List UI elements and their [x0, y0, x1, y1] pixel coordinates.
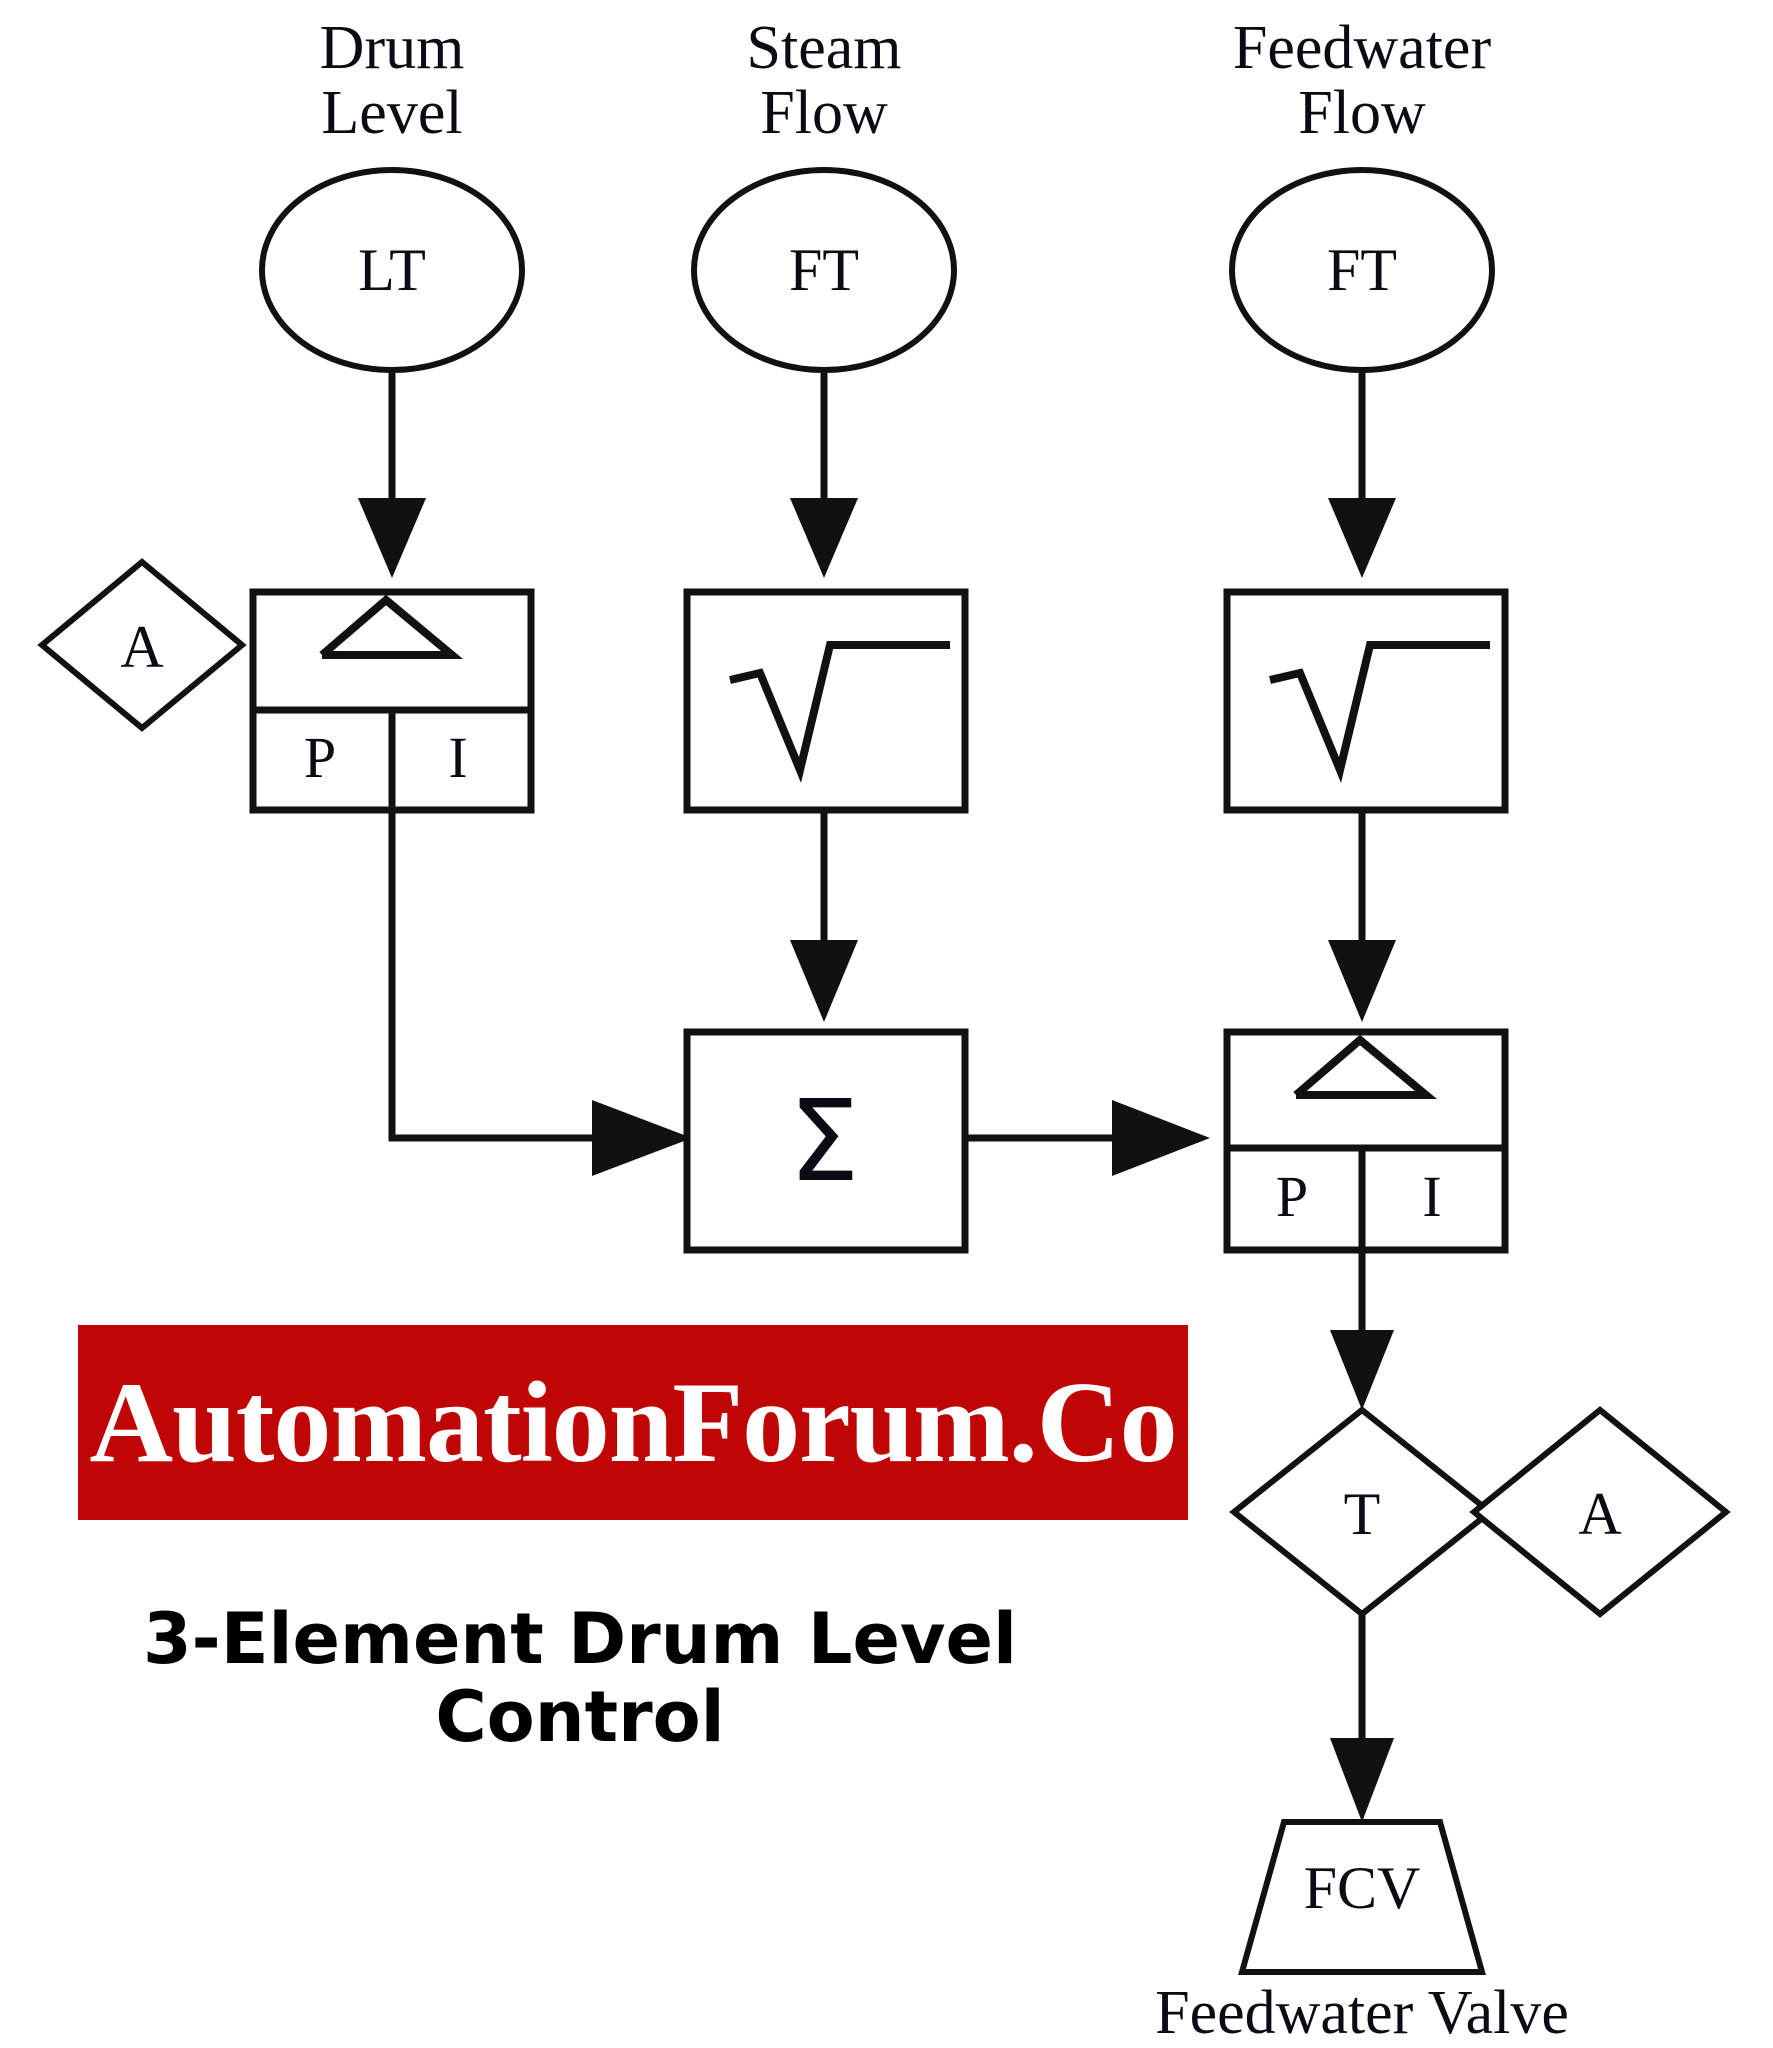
arrowhead-ft-steam-to-sqrt [790, 498, 858, 578]
diagram-title-line2: Control [435, 1676, 725, 1759]
sigma-icon: Σ [789, 1077, 860, 1207]
diagram-title: 3-Element Drum Level Control [40, 1600, 1120, 1757]
diamond-setpoint-auto-label: A [120, 614, 163, 680]
measurement-caption-feedwater-flow-line1: Feedwater [1233, 14, 1492, 82]
diagram-title-line1: 3-Element Drum Level [142, 1598, 1018, 1680]
block-steam-sqrt-outline [683, 588, 969, 814]
instrument-tag-ft-steam: FT [789, 237, 859, 303]
block-feedwater-sqrt[interactable] [1223, 588, 1509, 814]
block-flow-controller-mode-i: I [1422, 1164, 1441, 1229]
arrowhead-summer-to-flow-controller [1112, 1100, 1210, 1176]
block-level-controller[interactable]: P I [249, 588, 535, 814]
instrument-tag-lt: LT [358, 237, 426, 303]
measurement-caption-drum-level-line2: Level [321, 79, 462, 147]
valve-fcv-tag: FCV [1304, 1855, 1421, 1921]
block-summer-outline [683, 1028, 969, 1254]
block-flow-controller-outline [1223, 1028, 1509, 1254]
measurement-caption-steam-flow-line2: Flow [760, 79, 888, 147]
instrument-tag-ft-feedwater: FT [1327, 237, 1397, 303]
measurement-caption-steam-flow-line1: Steam [747, 14, 902, 82]
block-flow-controller[interactable]: P I [1223, 1028, 1509, 1254]
measurement-caption-drum-level-line1: Drum [320, 14, 465, 82]
block-flow-controller-mode-p: P [1276, 1164, 1308, 1229]
delta-triangle-icon-level [319, 594, 464, 659]
block-steam-sqrt[interactable] [683, 588, 969, 814]
arrowhead-ft-feedwater-to-sqrt [1328, 498, 1396, 578]
valve-caption: Feedwater Valve [1155, 1979, 1569, 2047]
delta-triangle-icon-flow [1293, 1034, 1438, 1099]
measurement-caption-feedwater-flow-line2: Flow [1298, 79, 1426, 147]
block-summer[interactable]: Σ [683, 1028, 969, 1254]
arrowhead-transfer-to-valve [1330, 1738, 1394, 1822]
valve-fcv[interactable] [1238, 1819, 1486, 1975]
diamond-setpoint-auto[interactable] [37, 558, 247, 732]
arrowhead-steam-sqrt-to-summer [790, 940, 858, 1022]
square-root-icon-feedwater [1269, 641, 1490, 783]
arrowhead-level-controller-to-summer [592, 1100, 692, 1176]
connector-level-controller-to-summer [388, 810, 600, 1142]
watermark-banner: AutomationForum.Co [78, 1325, 1188, 1520]
diamond-auto[interactable] [1469, 1406, 1731, 1618]
block-feedwater-sqrt-outline [1223, 588, 1509, 814]
arrowhead-feedwater-sqrt-to-flow-controller [1328, 940, 1396, 1022]
diamond-transfer-label: T [1344, 1481, 1381, 1547]
block-level-controller-mode-p: P [304, 725, 336, 790]
block-level-controller-mode-i: I [448, 725, 467, 790]
arrowhead-lt-to-level-controller [358, 498, 426, 578]
diamond-auto-label: A [1578, 1481, 1621, 1547]
watermark-text: AutomationForum.Co [89, 1358, 1177, 1487]
arrowhead-flow-controller-to-transfer [1330, 1330, 1394, 1410]
square-root-icon-steam [729, 641, 950, 783]
